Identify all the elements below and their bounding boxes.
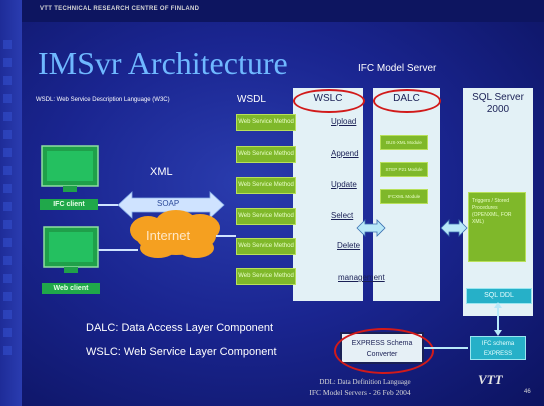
- web-client-label: Web client: [42, 283, 100, 294]
- sql-server-header: SQL Server 2000: [472, 92, 524, 115]
- footer-ddl: DDL: Data Definition Language: [319, 378, 411, 386]
- web-service-method-box: Web Service Method: [236, 268, 296, 285]
- ifc-client-label: IFC client: [40, 199, 98, 210]
- xml-label: XML: [150, 166, 173, 178]
- org-header: VTT TECHNICAL RESEARCH CENTRE OF FINLAND: [40, 6, 200, 12]
- legend-wslc: WSLC: Web Service Layer Component: [86, 346, 277, 358]
- ifc-model-server-label: IFC Model Server: [358, 63, 437, 74]
- op-append: Append: [331, 149, 359, 158]
- web-service-method-box: Web Service Method: [236, 208, 296, 225]
- dalc-module: BUS-XML Module: [380, 135, 428, 150]
- wsdl-description: WSDL: Web Service Description Language (…: [36, 97, 170, 103]
- web-service-method-box: Web Service Method: [236, 114, 296, 131]
- wslc-column: [293, 88, 363, 301]
- page-number: 46: [524, 389, 531, 395]
- op-delete: Delete: [337, 241, 361, 250]
- converter-highlight-oval: [334, 328, 434, 374]
- sidebar-decoration: [0, 0, 22, 406]
- ifc-client-monitor-icon: [41, 145, 99, 192]
- dalc-module: IFCXML Module: [380, 189, 428, 204]
- dalc-module: STEP P21 Module: [380, 162, 428, 177]
- ifc-schema-box: IFC schema EXPRESS: [470, 336, 526, 360]
- legend-dalc: DALC: Data Access Layer Component: [86, 322, 274, 334]
- op-management: management: [338, 273, 385, 282]
- op-update: Update: [331, 180, 357, 189]
- vtt-logo: VTT: [478, 372, 503, 387]
- footer-title: IFC Model Servers - 26 Feb 2004: [309, 388, 411, 397]
- web-service-method-box: Web Service Method: [236, 238, 296, 255]
- wsdl-label: WSDL: [237, 94, 266, 105]
- web-service-method-box: Web Service Method: [236, 146, 296, 163]
- op-select: Select: [331, 211, 354, 220]
- dalc-highlight-oval: [373, 89, 441, 113]
- web-client-monitor-icon: [43, 226, 99, 273]
- soap-label: SOAP: [157, 199, 180, 208]
- wslc-highlight-oval: [293, 89, 365, 113]
- top-bar: [0, 0, 544, 22]
- triggers-box: Triggers / Stored Procedures (OPENXML, F…: [468, 192, 526, 262]
- web-service-method-box: Web Service Method: [236, 177, 296, 194]
- op-upload: Upload: [331, 117, 357, 126]
- slide-title: IMSvr Architecture: [38, 45, 288, 81]
- internet-label: Internet: [146, 228, 191, 243]
